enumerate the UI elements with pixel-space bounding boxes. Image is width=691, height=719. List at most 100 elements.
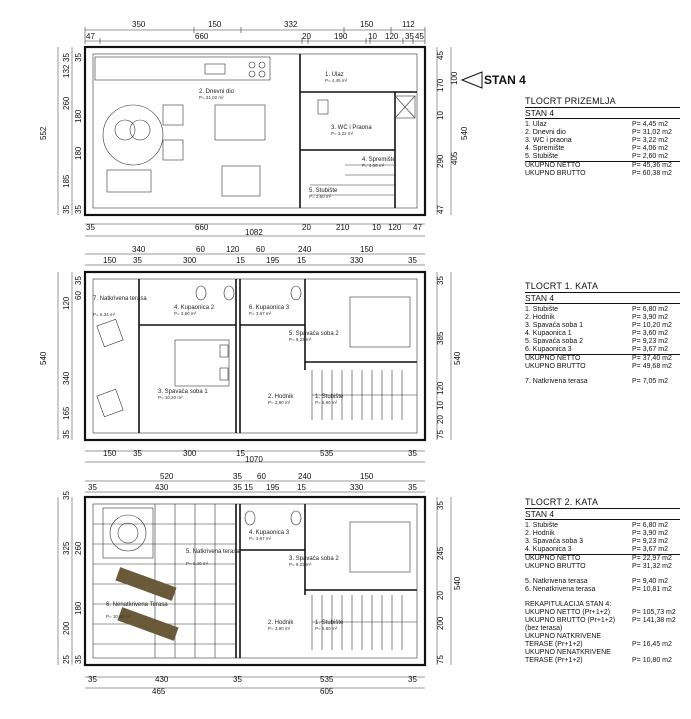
s-dim-bot-2: 430 bbox=[155, 675, 169, 684]
legend-value: P= 6,80 m2 bbox=[632, 522, 668, 529]
legend-value: P= 16,45 m2 bbox=[632, 641, 672, 648]
s-dim-in-3: 35 bbox=[233, 483, 242, 492]
s-dim-bot-1: 35 bbox=[88, 675, 97, 684]
s-room-3-area: P= 9,23 m² bbox=[289, 562, 312, 567]
f-dim-left-1: 120 bbox=[62, 296, 71, 310]
s-dim-top-3: 60 bbox=[257, 472, 266, 481]
legend-value: P= 4,06 m2 bbox=[632, 145, 668, 152]
second-floor-plan: 520 35 60 240 150 35 430 35 15 195 15 33… bbox=[57, 472, 462, 696]
f-dim-top-3: 120 bbox=[226, 245, 240, 254]
legend-row: TERASE (Pr+1+2)P= 10,80 m2 bbox=[525, 657, 680, 665]
legend-row: UKUPNO NENATKRIVENE bbox=[525, 649, 680, 657]
legend-value: P= 10,80 m2 bbox=[632, 657, 672, 664]
f-dim-right-5: 75 bbox=[436, 430, 445, 439]
s-room-1-area: P= 6,80 m² bbox=[315, 626, 338, 631]
s-room-6-name: 6. Nenatkrivena Terasa bbox=[106, 602, 168, 608]
g-dim-in-4: 190 bbox=[334, 32, 348, 41]
first-floor-plan: 340 60 120 60 240 150 150 35 300 15 195 … bbox=[39, 245, 462, 464]
s-room-5-name: 5. Natkrivena terasa bbox=[186, 549, 240, 555]
stan-label: STAN 4 bbox=[484, 73, 526, 87]
f-room-6-name: 6. Kupaonica 3 bbox=[249, 305, 290, 311]
legend-key: 3. WC i praona bbox=[525, 137, 572, 144]
s-dim-left-2: 325 bbox=[62, 541, 71, 555]
f-room-4-name: 4. Kupaonica 2 bbox=[174, 305, 215, 311]
g-dim-left-total: 552 bbox=[39, 126, 48, 140]
s-room-4-area: P= 3,67 m² bbox=[249, 536, 272, 541]
legend-key: 2. Hodnik bbox=[525, 314, 555, 321]
f-dim-left-total: 540 bbox=[39, 351, 48, 365]
legend-key: 5. Stubište bbox=[525, 153, 559, 160]
legend-value: P= 10,81 m2 bbox=[632, 586, 672, 593]
f-dim-right-4: 20 bbox=[436, 415, 445, 424]
f-dim-in-5: 195 bbox=[266, 256, 280, 265]
f-room-5-area: P= 9,23 m² bbox=[289, 337, 312, 342]
g-dim-right-3: 10 bbox=[436, 111, 445, 120]
s-dim-bot-4: 535 bbox=[320, 675, 334, 684]
f-room-2-area: P= 3,90 m² bbox=[268, 400, 291, 405]
s-dim-top-1: 520 bbox=[160, 472, 174, 481]
f-room-3-area: P= 10,20 m² bbox=[158, 395, 183, 400]
s-room-1-name: 1. Stubište bbox=[315, 620, 344, 626]
g-dim-bot-3: 20 bbox=[302, 223, 311, 232]
legend-ground-title: TLOCRT PRIZEMLJA bbox=[525, 96, 680, 108]
legend-value: P= 31,32 m2 bbox=[632, 563, 672, 570]
legend-value: P= 49,68 m2 bbox=[632, 363, 672, 370]
s-dim-bot-5: 35 bbox=[408, 675, 417, 684]
f-dim-bot-total: 1070 bbox=[245, 455, 263, 464]
s-dim-right-5: 75 bbox=[436, 655, 445, 664]
f-room-7-area: P= 6,34 m² bbox=[93, 312, 116, 317]
s-dim-left-6: 180 bbox=[74, 601, 83, 615]
g-room-4-name: 4. Spremište bbox=[362, 157, 396, 163]
g-dim-bot-5: 10 bbox=[372, 223, 381, 232]
g-dim-top-2: 150 bbox=[208, 20, 222, 29]
g-dim-right-405: 405 bbox=[450, 151, 459, 165]
legend-value bbox=[632, 625, 680, 633]
legend-key: UKUPNO BRUTTO bbox=[525, 363, 586, 370]
f-dim-right-1: 35 bbox=[436, 276, 445, 285]
g-room-1-name: 1. Ulaz bbox=[325, 72, 344, 78]
s-dim-left-3: 200 bbox=[62, 621, 71, 635]
legend-value: P= 22,97 m2 bbox=[632, 555, 672, 562]
s-dim-bot-605: 605 bbox=[320, 687, 334, 696]
f-room-5-name: 5. Spavaća soba 2 bbox=[289, 331, 339, 337]
legend-key: 5. Natkrivena terasa bbox=[525, 578, 588, 585]
g-dim-in-8: 45 bbox=[415, 32, 424, 41]
f-room-2-name: 2. Hodnik bbox=[268, 394, 294, 400]
s-dim-in-5: 195 bbox=[266, 483, 280, 492]
legend-key: UKUPNO NETTO bbox=[525, 555, 581, 562]
f-room-3-name: 3. Spavaća soba 1 bbox=[158, 389, 208, 395]
g-dim-in-3: 20 bbox=[302, 32, 311, 41]
g-dim-bot-total: 1082 bbox=[245, 228, 263, 237]
legend-value: P= 10,20 m2 bbox=[632, 322, 672, 329]
g-room-5-name: 5. Stubište bbox=[309, 188, 338, 194]
f-dim-bot-4: 15 bbox=[236, 449, 245, 458]
legend-value: P= 3,67 m2 bbox=[632, 546, 668, 553]
f-dim-bot-3: 300 bbox=[183, 449, 197, 458]
s-dim-top-2: 35 bbox=[233, 472, 242, 481]
g-dim-top-3: 332 bbox=[284, 20, 298, 29]
g-dim-bot-1: 35 bbox=[86, 223, 95, 232]
g-dim-in-1: 47 bbox=[86, 32, 95, 41]
g-dim-bot-2: 660 bbox=[195, 223, 209, 232]
s-dim-in-2: 430 bbox=[155, 483, 169, 492]
legend-key: UKUPNO NETTO bbox=[525, 162, 581, 169]
legend-value: P= 60,38 m2 bbox=[632, 170, 672, 177]
g-dim-top-5: 112 bbox=[402, 20, 415, 29]
f-dim-in-1: 150 bbox=[103, 256, 117, 265]
g-dim-in-5: 10 bbox=[368, 32, 377, 41]
g-dim-right-540: 540 bbox=[460, 126, 469, 140]
g-dim-left-1: 35 bbox=[62, 53, 71, 62]
ground-floor-plan: 350 150 332 150 112 47 660 20 190 10 120… bbox=[39, 20, 469, 237]
legend-key: 2. Dnevni dio bbox=[525, 129, 566, 136]
legend-key: UKUPNO BRUTTO (Pr+1+2) bbox=[525, 617, 616, 624]
f-room-6-area: P= 3,67 m² bbox=[249, 311, 272, 316]
